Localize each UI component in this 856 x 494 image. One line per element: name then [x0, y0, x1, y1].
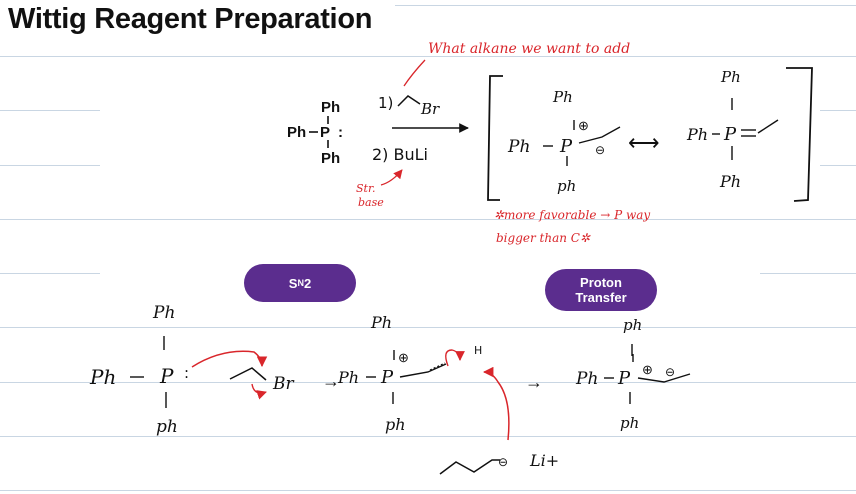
sn2-badge-rest: 2: [303, 275, 312, 291]
mech-arrow-2: →: [525, 372, 543, 392]
reaction-conditions: 1) Br 2) BuLi What alkane we want to add…: [356, 41, 630, 209]
mech-ph-top: Ph: [152, 303, 175, 323]
ruled-line: [820, 165, 856, 166]
ylide-ph-top: Ph: [552, 88, 573, 106]
sn2-badge-main: S: [288, 275, 298, 291]
butyllithium: ⊖ Li+: [439, 451, 559, 475]
mech-lone-pair: :: [184, 364, 189, 382]
ylene-phosphorus: P: [723, 124, 737, 145]
ruled-line: [0, 165, 100, 166]
left-bracket: [487, 75, 503, 201]
ylene-ph-top: Ph: [720, 68, 741, 86]
page-title: Wittig Reagent Preparation: [8, 3, 373, 35]
ylide-structure: Ph Ph P ⊕ ⊖ ph: [507, 88, 621, 195]
salt-hydrogen: H: [474, 344, 482, 357]
final-negative-charge: ⊖: [665, 365, 675, 379]
ruled-line: [760, 273, 856, 274]
ruled-line: [0, 110, 100, 111]
final-positive-charge: ⊕: [642, 362, 653, 377]
ruled-line: [0, 436, 856, 437]
bond: [757, 119, 779, 134]
proton-transfer-line2: Transfer: [575, 290, 627, 305]
salt-ph-bottom: ph: [385, 415, 406, 434]
ylene-structure: Ph Ph P Ph: [686, 68, 779, 191]
step1-label: 1): [378, 94, 393, 112]
final-ph-bottom: ph: [620, 414, 639, 432]
salt-ph-left: Ph: [337, 368, 359, 387]
final-ph-left: Ph: [575, 369, 598, 389]
deprotonation-arrow: [445, 349, 465, 367]
step1-bromide: Br: [420, 100, 440, 118]
ylide-negative-charge: ⊖: [595, 143, 605, 157]
sn2-badge-sub: N: [297, 277, 304, 288]
step2-label: 2) BuLi: [372, 145, 428, 164]
ruled-line: [0, 382, 856, 383]
favorable-note-line2: bigger than C✲: [496, 231, 591, 245]
salt-positive-charge: ⊕: [398, 350, 409, 365]
salt-ph-top: Ph: [370, 313, 392, 332]
mechanism-phosphine: Ph Ph P : ph: [89, 303, 189, 437]
c-h-bond: [429, 362, 446, 371]
nucleophilic-attack-arrow: [191, 350, 268, 368]
ylide-ph-left: Ph: [507, 137, 530, 157]
base-negative-charge: ⊖: [498, 455, 508, 469]
base-counterion: Li+: [529, 451, 559, 470]
tpp-ph-top: Ph: [321, 99, 340, 116]
proton-transfer-badge: Proton Transfer: [545, 269, 657, 311]
bond: [637, 373, 691, 383]
tpp-phosphorus: P: [320, 124, 330, 141]
ylide-phosphorus: P: [559, 136, 573, 157]
ruled-line: [395, 5, 856, 6]
base-note-line1: Str.: [356, 182, 376, 195]
tpp-ph-left: Ph: [287, 124, 306, 141]
ylene-ph-bottom: Ph: [719, 172, 741, 191]
right-bracket: [786, 67, 813, 202]
ylide-ph-bottom: ph: [557, 177, 576, 195]
mech-bromide: Br: [272, 374, 294, 394]
note-pointer: [403, 59, 426, 87]
salt-phosphorus: P: [380, 367, 394, 388]
ruled-line: [820, 110, 856, 111]
ruled-line: [0, 219, 856, 220]
ruled-line: [0, 273, 100, 274]
mech-arrow-1: →: [322, 371, 340, 391]
final-ph-top: ph: [623, 316, 642, 334]
proton-transfer-line1: Proton: [580, 275, 622, 290]
ylene-ph-left: Ph: [686, 125, 708, 144]
resonance-arrow: ⟷: [628, 130, 660, 155]
ruled-line: [0, 56, 856, 57]
bond: [399, 363, 447, 378]
bond: [578, 126, 621, 144]
ylide-positive-charge: ⊕: [578, 118, 589, 133]
phosphonium-salt: Ph Ph P ⊕ H ph: [337, 313, 482, 434]
base-note-arrow: [380, 169, 403, 186]
ruled-line: [0, 490, 856, 491]
final-phosphorus: P: [617, 368, 631, 389]
mech-ph-bottom: ph: [156, 417, 178, 437]
favorable-note-line1: ✲more favorable → P way: [494, 208, 650, 222]
ruled-line: [0, 327, 856, 328]
tpp-lone-pair: :: [338, 124, 343, 141]
base-note-line2: base: [358, 196, 384, 209]
triphenylphosphine: Ph Ph P : Ph: [287, 99, 343, 167]
mech-phosphorus: P: [159, 364, 174, 388]
base-attack-arrow: [482, 366, 510, 441]
butyl-chain: [439, 459, 500, 475]
mech-ph-left: Ph: [89, 365, 116, 389]
ylide-product: ph Ph P ⊕ ⊖ ph: [575, 316, 691, 432]
alkane-note: What alkane we want to add: [428, 41, 630, 57]
alkyl-chain: [397, 95, 421, 107]
alkyl-chain: [229, 367, 267, 381]
tpp-ph-bottom: Ph: [321, 150, 340, 167]
leaving-group-arrow: [251, 383, 267, 400]
